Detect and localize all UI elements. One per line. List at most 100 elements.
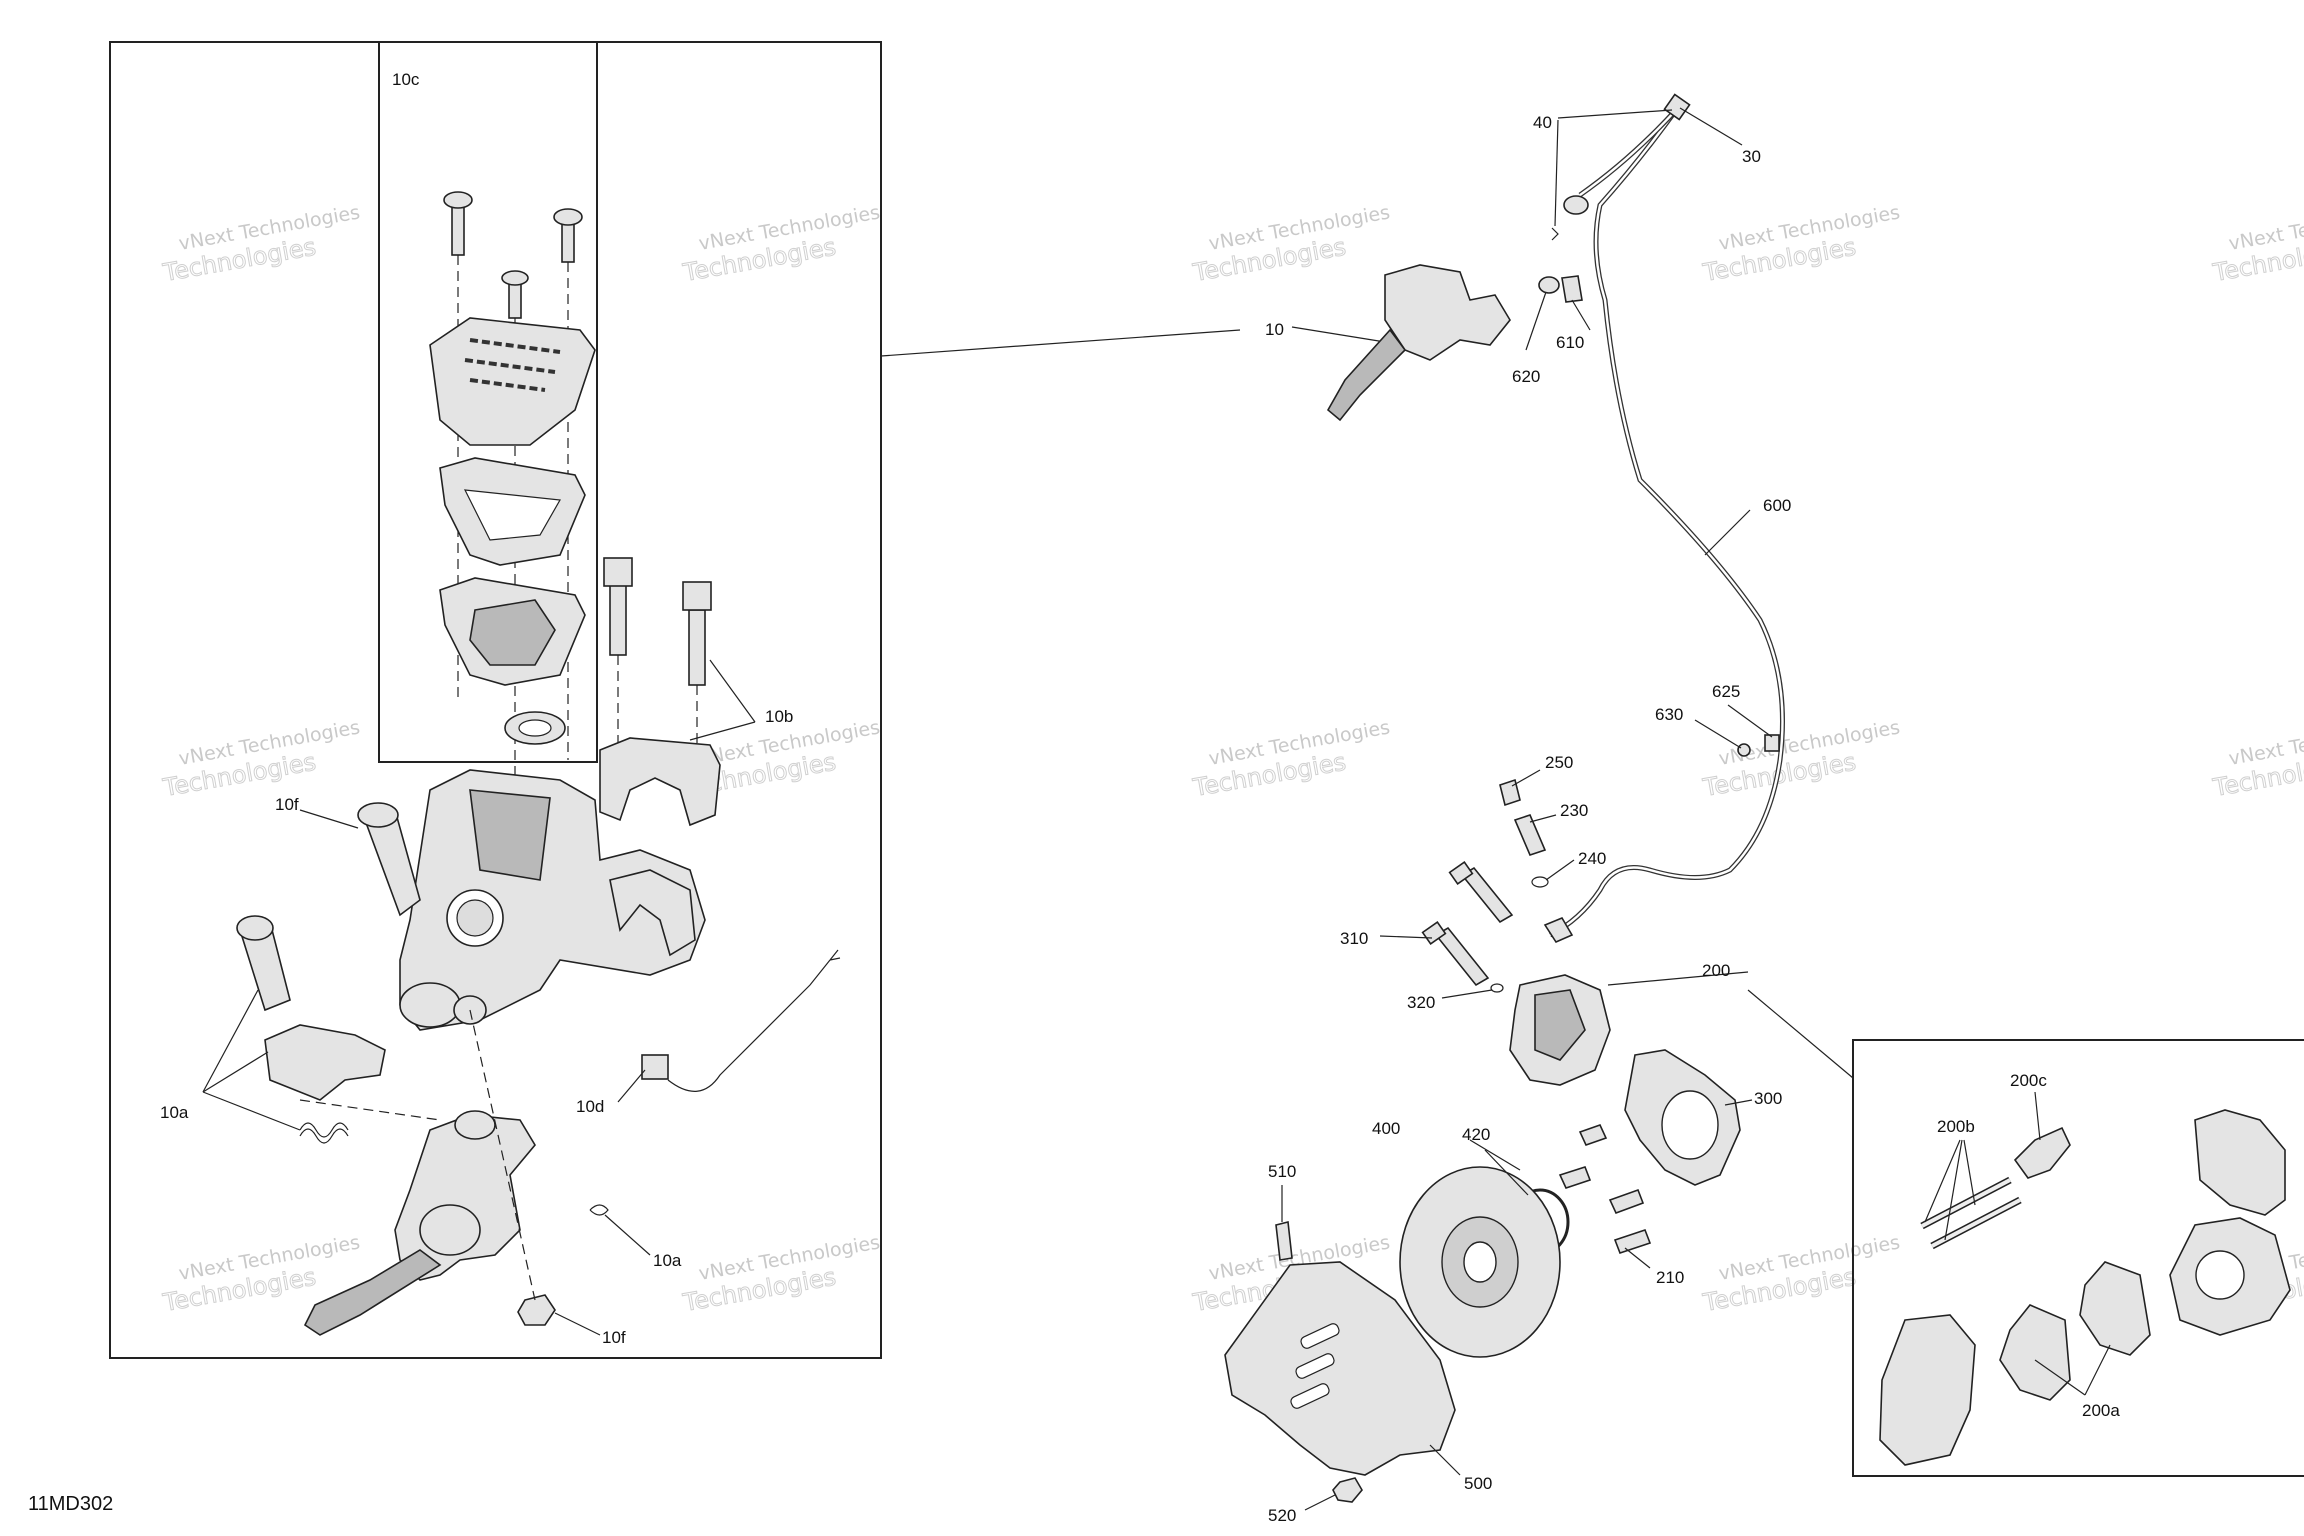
callout-200: 200 (1702, 961, 1730, 980)
caliper-piston-housing (1534, 989, 1586, 1061)
switch-wire (667, 959, 831, 1092)
leader-10a-holder (202, 1051, 269, 1093)
leader-300 (1724, 1099, 1753, 1106)
callout-30: 30 (1742, 147, 1761, 166)
leader-30 (1679, 107, 1743, 146)
leader-200-detail (1747, 989, 1854, 1079)
callout-610: 610 (1556, 333, 1584, 352)
leader-400 (1469, 1139, 1521, 1171)
sealing-washer (1531, 876, 1549, 888)
pad-pin-fill (1921, 1178, 2011, 1228)
diagram-id: 11MD302 (28, 1493, 113, 1515)
cover-plate-window (463, 489, 561, 541)
handlebar-clamp-lower (609, 869, 696, 957)
master-cylinder-detail-frame (109, 41, 882, 1359)
watermark: vNext Technologies Technologies (1190, 201, 1392, 287)
leader-320 (1441, 989, 1493, 999)
bracket-bolt (1578, 1124, 1608, 1146)
pivot-bolt-head (357, 802, 399, 828)
callout-10b: 10b (765, 707, 793, 726)
caliper-detail-frame (1852, 1039, 2304, 1477)
callout-320: 320 (1407, 993, 1435, 1012)
brake-hose-upper-inner (1579, 109, 1677, 196)
cover-screw-head (553, 208, 583, 226)
lever-adjuster (419, 1204, 481, 1256)
banjo-fitting (1543, 916, 1574, 944)
hose-clip-screw (1737, 743, 1751, 757)
reservoir-well (469, 789, 551, 881)
leader-10a-rod (202, 989, 259, 1093)
callout-500: 500 (1464, 1474, 1492, 1493)
leader-620 (1525, 291, 1547, 351)
reservoir-seal-hole (518, 719, 552, 737)
watermark: vNext Technologies Technologies (680, 1231, 882, 1317)
leader-10 (880, 329, 1241, 357)
guard-nut (1332, 1477, 1363, 1503)
callout-10: 10 (1265, 320, 1284, 339)
leader-250 (1511, 769, 1541, 787)
hose-clip (1764, 734, 1780, 752)
leader-200 (1607, 971, 1749, 986)
caliper-piston-bore (2195, 1250, 2245, 1300)
caliper-body-detail (2194, 1109, 2286, 1216)
watermark: vNext Technologies Technologies (1700, 201, 1902, 287)
lever-holder (264, 1024, 386, 1101)
banjo-fitting-30 (1663, 93, 1691, 121)
return-spring (299, 1122, 349, 1138)
clip (589, 1204, 609, 1216)
watermark: vNext Technologies Technologies (2210, 201, 2304, 287)
grommet (1538, 276, 1560, 294)
leader-625 (1727, 704, 1773, 738)
leader-200a-b (2084, 1344, 2111, 1396)
callout-200a: 200a (2082, 1401, 2120, 1420)
guard-vent (1295, 1353, 1335, 1379)
master-cylinder-small (1384, 264, 1511, 361)
callout-625: 625 (1712, 682, 1740, 701)
brake-hose-upper (1578, 108, 1678, 198)
caliper-bolt-head (1448, 860, 1474, 886)
brake-hose-inner (1549, 109, 1784, 937)
leader-200a-a (2034, 1359, 2086, 1396)
leader-240 (1545, 859, 1575, 881)
callout-40: 40 (1533, 113, 1552, 132)
callout-10a-right: 10a (653, 1251, 682, 1270)
brake-disc-center (1463, 1241, 1497, 1283)
leader-200b-b (1944, 1139, 1963, 1241)
assembly-axis (469, 1009, 536, 1301)
leader-230 (1529, 814, 1557, 823)
callout-600: 600 (1763, 496, 1791, 515)
guard-vent (1290, 1383, 1330, 1409)
leader-10f-nut (554, 1312, 601, 1336)
lever-pivot-boss (399, 982, 461, 1028)
brake-pad (2079, 1261, 2151, 1356)
caliper-washer (1490, 983, 1504, 993)
leader-10a-spring (202, 1091, 301, 1131)
washer-40 (1551, 227, 1559, 241)
banjo-bolt (1513, 814, 1547, 856)
leader-610 (1571, 299, 1591, 331)
callout-630: 630 (1655, 705, 1683, 724)
sight-glass-inner (456, 899, 494, 937)
cover-screw (451, 204, 465, 256)
watermark: vNext Technologies Technologies (1700, 1231, 1902, 1317)
callout-200b: 200b (1937, 1117, 1975, 1136)
pad-pin-fill (1931, 1198, 2021, 1248)
watermark: vNext Technologies Technologies (160, 716, 362, 802)
callout-300: 300 (1754, 1089, 1782, 1108)
callout-10a-left: 10a (160, 1103, 189, 1122)
watermark: vNext Technologies Technologies (680, 201, 882, 287)
leader-500 (1429, 1444, 1461, 1476)
leader-10b-b (689, 721, 756, 741)
caliper-half-outer (1879, 1314, 1976, 1466)
cover-screws (443, 191, 583, 319)
hose-guide (1561, 275, 1583, 303)
cover-screw (508, 281, 522, 319)
guard-screw (1275, 1221, 1293, 1261)
callout-310: 310 (1340, 929, 1368, 948)
handlebar-clamp-upper (599, 737, 721, 827)
bracket-bolt (1558, 1166, 1592, 1189)
leader-200b-a (1924, 1139, 1961, 1223)
leader-10a-clip (604, 1214, 651, 1256)
leader-200c (2034, 1091, 2041, 1141)
return-spring-coil (299, 1128, 349, 1144)
